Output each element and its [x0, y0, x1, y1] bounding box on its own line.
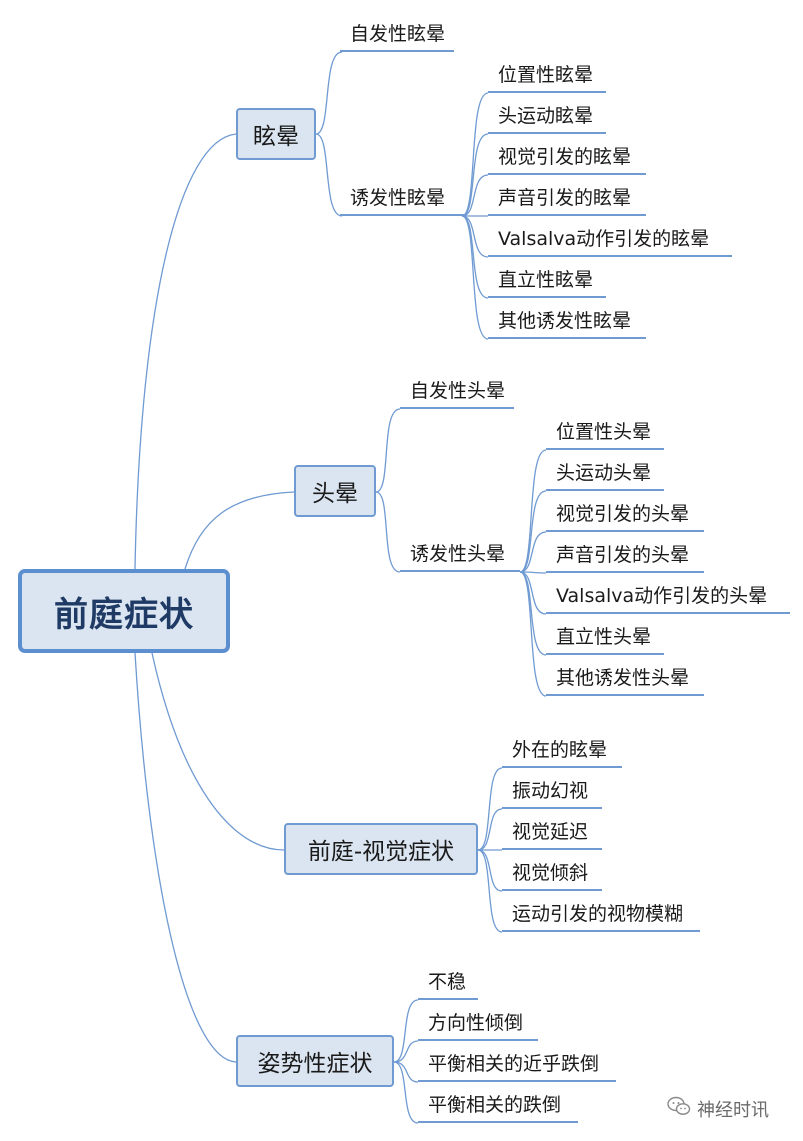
branch-label: 头晕: [312, 481, 358, 507]
list-item: 外在的眩晕: [502, 738, 622, 768]
list-item: Valsalva动作引发的眩晕: [488, 227, 732, 257]
branch-label: 姿势性症状: [257, 1051, 373, 1077]
sub-triggered-vertigo: 诱发性眩晕: [340, 186, 466, 216]
list-item: 振动幻视: [502, 779, 602, 809]
list-item: 声音引发的眩晕: [488, 186, 646, 216]
list-item: 视觉引发的眩晕: [488, 145, 646, 175]
list-item: 运动引发的视物模糊: [502, 902, 700, 932]
branch-dizziness: 头晕: [294, 465, 376, 517]
list-item: 位置性眩晕: [488, 63, 606, 93]
wechat-icon: [667, 1095, 691, 1122]
list-item: 头运动眩晕: [488, 104, 606, 134]
list-item: 视觉引发的头晕: [546, 502, 704, 532]
watermark-text: 神经时讯: [697, 1099, 769, 1121]
list-item: 其他诱发性眩晕: [488, 309, 646, 339]
branch-label: 前庭-视觉症状: [307, 839, 455, 865]
list-item: 视觉倾斜: [502, 861, 602, 891]
root-node: 前庭症状: [18, 569, 230, 653]
list-item: 直立性眩晕: [488, 268, 606, 298]
list-item: 位置性头晕: [546, 420, 664, 450]
branch-vestibulo-visual: 前庭-视觉症状: [284, 823, 478, 875]
branch-label: 眩晕: [253, 124, 299, 150]
sub-spontaneous-dizziness: 自发性头晕: [400, 379, 514, 409]
branch-vertigo: 眩晕: [236, 108, 316, 160]
list-item: 头运动头晕: [546, 461, 664, 491]
branch-postural: 姿势性症状: [236, 1035, 394, 1087]
list-item: 不稳: [418, 970, 478, 1000]
list-item: 其他诱发性头晕: [546, 666, 704, 696]
list-item: 声音引发的头晕: [546, 543, 704, 573]
list-item: 方向性倾倒: [418, 1011, 538, 1041]
sub-spontaneous-vertigo: 自发性眩晕: [340, 22, 454, 52]
watermark: 神经时讯: [667, 1095, 769, 1122]
sub-triggered-dizziness: 诱发性头晕: [400, 542, 520, 572]
list-item: 平衡相关的跌倒: [418, 1093, 578, 1123]
list-item: 视觉延迟: [502, 820, 602, 850]
root-label: 前庭症状: [54, 594, 194, 635]
list-item: 平衡相关的近乎跌倒: [418, 1052, 616, 1082]
list-item: 直立性头晕: [546, 625, 664, 655]
list-item: Valsalva动作引发的头晕: [546, 584, 790, 614]
